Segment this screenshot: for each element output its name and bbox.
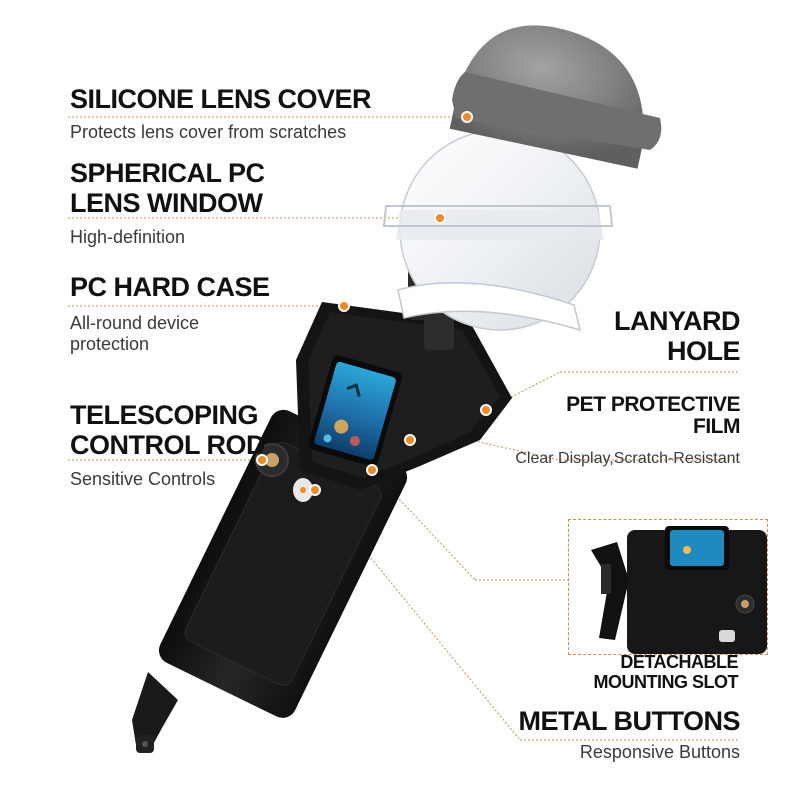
callout-dots: [256, 111, 492, 496]
control-rod-subtitle: Sensitive Controls: [70, 469, 216, 489]
mount-clip: [132, 672, 178, 753]
case-housing: [255, 302, 512, 502]
pc-hard-case-subtitle-line2: protection: [70, 334, 150, 354]
pet-film-label: PET PROTECTIVE FILM: [566, 394, 740, 438]
control-rod-title-line2: CONTROL ROD: [70, 430, 266, 460]
lens-window-subtitle: High-definition: [70, 227, 186, 247]
lens-window-label: SPHERICAL PC LENS WINDOW: [70, 158, 265, 218]
mounting-slot-title-line2: MOUNTING SLOT: [593, 672, 739, 692]
pet-film-title-line1: PET PROTECTIVE: [566, 393, 740, 416]
metal-buttons-label: METAL BUTTONS: [519, 706, 741, 736]
metal-buttons-title: METAL BUTTONS: [518, 706, 741, 736]
control-rod-title-line1: TELESCOPING: [70, 400, 259, 430]
lens-window: [382, 129, 614, 332]
control-rod-label: TELESCOPING CONTROL ROD: [70, 400, 266, 460]
lanyard-hole-label: LANYARD HOLE: [613, 306, 741, 366]
lanyard-hole-title-line2: HOLE: [666, 336, 741, 366]
pc-hard-case-label: PC HARD CASE: [70, 272, 270, 302]
silicone-lens-cover-title: SILICONE LENS COVER: [70, 84, 372, 114]
silicone-lens-cover-label: SILICONE LENS COVER: [70, 84, 372, 114]
pc-hard-case-subtitle: All-round device protection: [70, 313, 199, 355]
metal-buttons-subtitle: Responsive Buttons: [579, 742, 740, 762]
pc-hard-case-title: PC HARD CASE: [70, 272, 270, 302]
lens-window-title-line1: SPHERICAL PC: [70, 158, 265, 188]
pet-film-subtitle: Clear Display,Scratch-Resistant: [515, 450, 740, 467]
lens-window-title-line2: LENS WINDOW: [70, 188, 263, 218]
pet-film-title-line2: FILM: [693, 415, 740, 438]
lanyard-hole-title-line1: LANYARD: [613, 306, 741, 336]
mounting-slot-title-line1: DETACHABLE: [620, 652, 738, 672]
silicone-dome: [449, 25, 662, 169]
silicone-lens-cover-subtitle: Protects lens cover from scratches: [70, 122, 347, 142]
mounting-slot-illustration: [569, 520, 767, 654]
mounting-slot-inset: [568, 519, 768, 655]
pc-hard-case-subtitle-line1: All-round device: [70, 313, 200, 333]
mounting-slot-label: DETACHABLE MOUNTING SLOT: [594, 652, 739, 692]
